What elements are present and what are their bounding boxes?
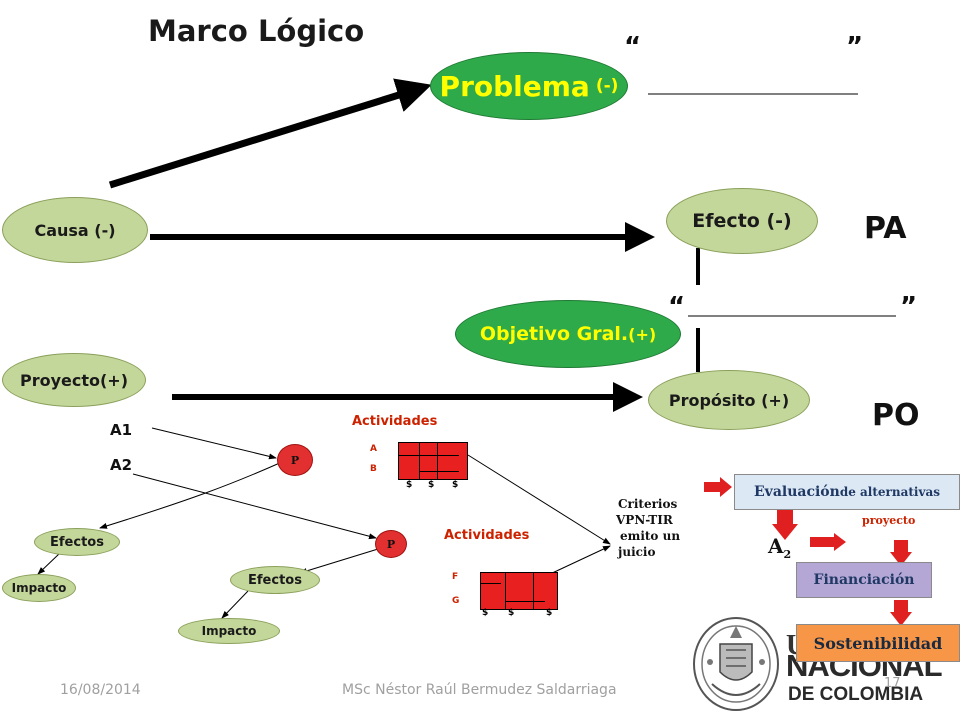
efectos-left-label: Efectos xyxy=(50,534,104,550)
evaluacion-box: Evaluación de alternativas xyxy=(734,474,960,510)
proposito-label: Propósito (+) xyxy=(668,390,790,410)
evaluacion-rest: de alternativas xyxy=(839,485,940,499)
a2-label: A2 xyxy=(110,456,133,474)
letter-g: G xyxy=(452,596,460,606)
evaluacion-main: Evaluación xyxy=(754,484,840,500)
criterios-text: Criterios VPN-TIR emito un juicio xyxy=(616,496,680,560)
footer-page-number: 17 xyxy=(884,676,901,691)
arrow-causa-problema xyxy=(108,78,432,189)
pa-label: PA xyxy=(864,211,907,246)
objetivo-node: Objetivo Gral. (+) xyxy=(455,300,681,368)
financiacion-box: Financiación xyxy=(796,562,932,598)
letter-a: A xyxy=(370,444,377,454)
dollar-bottom-1: $ xyxy=(482,608,489,618)
objetivo-sign: (+) xyxy=(628,324,657,344)
quote-close-objetivo: ” xyxy=(900,292,918,322)
arrow-actividades2-criterios xyxy=(547,545,611,576)
actividades-bottom-label: Actividades xyxy=(444,528,530,543)
red-arrow-right-icon-a2 xyxy=(810,533,846,551)
dollar-bottom-3: $ xyxy=(546,608,553,618)
a2-big-main: A xyxy=(768,534,784,558)
quote-close-problema: ” xyxy=(846,32,864,62)
page-title: Marco Lógico xyxy=(148,14,365,48)
footer-date: 16/08/2014 xyxy=(60,682,141,698)
red-arrow-down-icon-1 xyxy=(772,510,798,540)
proyecto-small-label: proyecto xyxy=(862,514,916,527)
arrow-actividades-criterios xyxy=(467,454,611,545)
proyecto-node: Proyecto(+) xyxy=(2,353,146,407)
sostenibilidad-box: Sostenibilidad xyxy=(796,624,960,662)
proyecto-label: Proyecto(+) xyxy=(19,370,129,390)
impacto-node-center: Impacto xyxy=(178,618,280,644)
red-arrow-right-icon-eval xyxy=(704,477,732,497)
arrow-a2-p xyxy=(132,473,377,540)
red-arrow-down-icon-2 xyxy=(890,540,912,566)
dollar-bottom-2: $ xyxy=(508,608,515,618)
impacto-left-label: Impacto xyxy=(11,581,67,595)
efecto-node: Efecto (-) xyxy=(666,188,818,254)
problema-sign: (-) xyxy=(595,76,619,96)
a1-label: A1 xyxy=(110,421,133,439)
footer-author: MSc Néstor Raúl Bermudez Saldarriaga xyxy=(342,682,617,698)
efectos-node-left: Efectos xyxy=(34,528,120,556)
dollar-top-3: $ xyxy=(452,480,459,490)
objetivo-label: Objetivo Gral. xyxy=(479,323,629,345)
letter-b: B xyxy=(370,464,377,474)
criterios-line-3: emito un xyxy=(620,529,681,543)
causa-node: Causa (-) xyxy=(2,197,148,263)
arrow-p-efectos xyxy=(99,461,283,529)
efectos-center-label: Efectos xyxy=(248,572,302,588)
a2-big-label: A2 xyxy=(768,534,791,561)
sostenibilidad-label: Sostenibilidad xyxy=(813,633,943,653)
proposito-node: Propósito (+) xyxy=(648,370,810,430)
p-node-top-label: P xyxy=(290,453,300,467)
letter-f: F xyxy=(452,572,459,582)
criterios-line-1: Criterios xyxy=(618,497,678,511)
po-label: PO xyxy=(872,398,920,433)
efectos-node-center: Efectos xyxy=(230,566,320,594)
financiacion-label: Financiación xyxy=(813,572,915,588)
criterios-line-2: VPN-TIR xyxy=(616,513,673,527)
problema-node: Problema (-) xyxy=(430,52,628,120)
actividades-top-label: Actividades xyxy=(352,414,438,429)
impacto-node-left: Impacto xyxy=(2,574,76,602)
dollar-top-2: $ xyxy=(428,480,435,490)
logo-de-colombia: DE COLOMBIA xyxy=(788,684,924,705)
quote-open-problema: “ xyxy=(624,32,642,62)
arrow-a1-p xyxy=(151,427,277,460)
efecto-label: Efecto (-) xyxy=(692,210,792,232)
arrow-efectos-impacto xyxy=(37,552,61,575)
arrow-efectos2-impacto xyxy=(221,590,249,619)
a2-big-sub: 2 xyxy=(783,548,792,561)
impacto-center-label: Impacto xyxy=(201,624,257,638)
arrow-p2-efectos xyxy=(299,548,379,574)
p-node-bottom-label: P xyxy=(386,537,396,551)
problema-label: Problema xyxy=(439,69,590,103)
dollar-top-1: $ xyxy=(406,480,413,490)
gantt-top xyxy=(398,442,468,480)
universidad-seal-icon xyxy=(693,617,779,711)
causa-label: Causa (-) xyxy=(34,220,116,240)
gantt-bottom xyxy=(480,572,558,610)
quote-open-objetivo: “ xyxy=(668,292,686,322)
criterios-line-4: juicio xyxy=(618,545,656,559)
p-node-bottom: P xyxy=(375,530,407,558)
red-arrow-down-icon-3 xyxy=(890,600,912,626)
p-node-top: P xyxy=(277,444,313,476)
